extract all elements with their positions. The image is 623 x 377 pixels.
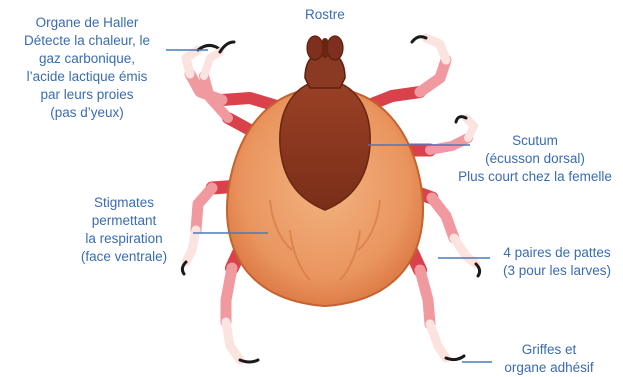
label-griffes-line: Griffes et [494, 341, 604, 359]
label-haller-line: (pas d’yeux) [12, 104, 162, 122]
label-stigmates-line: permettant [64, 212, 184, 230]
label-pattes-line: 4 paires de pattes [494, 244, 620, 262]
label-pattes: 4 paires de pattes (3 pour les larves) [494, 244, 620, 280]
label-stigmates-line: la respiration [64, 230, 184, 248]
label-griffes: Griffes et organe adhésif [494, 341, 604, 377]
label-stigmates-line: (face ventrale) [64, 248, 184, 266]
label-griffes-line: organe adhésif [494, 359, 604, 377]
label-haller-line: Détecte la chaleur, le [12, 32, 162, 50]
label-scutum-line: Scutum [452, 132, 618, 150]
capitulum [305, 36, 345, 88]
label-haller-line: gaz carbonique, [12, 50, 162, 68]
label-haller-line: l’acide lactique émis [12, 68, 162, 86]
label-rostre-line: Rostre [305, 6, 345, 24]
label-scutum-line: (écusson dorsal) [452, 150, 618, 168]
label-haller-line: par leurs proies [12, 86, 162, 104]
label-stigmates-line: Stigmates [64, 194, 184, 212]
label-scutum: Scutum (écusson dorsal) Plus court chez … [452, 132, 618, 186]
label-scutum-line: Plus court chez la femelle [452, 168, 618, 186]
label-haller-line: Organe de Haller [12, 14, 162, 32]
label-rostre: Rostre [305, 6, 345, 24]
label-pattes-line: (3 pour les larves) [494, 262, 620, 280]
label-stigmates: Stigmates permettant la respiration (fac… [64, 194, 184, 266]
label-haller: Organe de Haller Détecte la chaleur, le … [12, 14, 162, 122]
